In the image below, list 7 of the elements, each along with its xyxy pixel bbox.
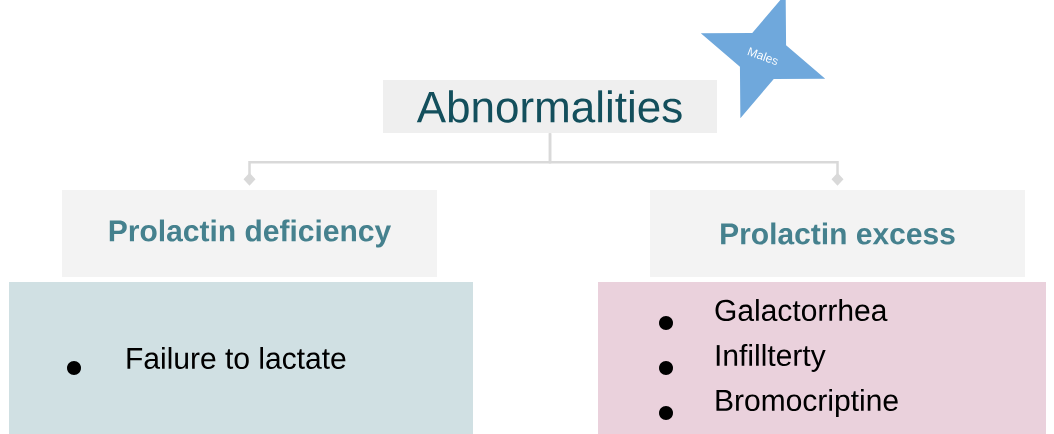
tree-connector: [548, 133, 844, 186]
bullet-list-box: Failure to lactate: [9, 282, 473, 434]
title-box: Abnormalities: [383, 80, 717, 133]
bullet-list-box: Galactorrhea Infillterty Bromocriptine: [598, 282, 1046, 434]
heading-box: Prolactin excess: [650, 190, 1025, 277]
heading-box: Prolactin deficiency: [62, 190, 437, 277]
star-badge: Males: [700, 0, 826, 119]
